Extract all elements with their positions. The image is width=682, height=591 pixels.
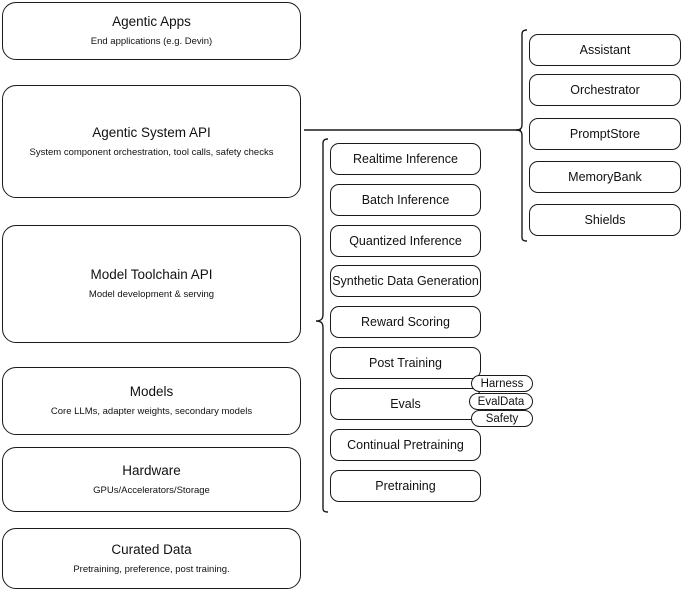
layer-box-agentic-apps[interactable]: Agentic Apps End applications (e.g. Devi… bbox=[2, 2, 301, 60]
component-label: MemoryBank bbox=[568, 170, 642, 184]
eval-pill-label: EvalData bbox=[477, 395, 525, 408]
capability-box-quantized-inference[interactable]: Quantized Inference bbox=[330, 225, 481, 257]
capability-box-batch-inference[interactable]: Batch Inference bbox=[330, 184, 481, 216]
capability-box-post-training[interactable]: Post Training bbox=[330, 347, 481, 379]
component-box-promptstore[interactable]: PromptStore bbox=[529, 118, 681, 150]
capability-label: Quantized Inference bbox=[349, 234, 462, 248]
layer-subtitle: End applications (e.g. Devin) bbox=[90, 36, 213, 47]
capability-label: Post Training bbox=[369, 356, 442, 370]
capability-box-evals[interactable]: Evals bbox=[330, 388, 481, 420]
component-label: Orchestrator bbox=[570, 83, 640, 97]
component-label: Shields bbox=[584, 213, 626, 227]
layer-title: Model Toolchain API bbox=[90, 267, 213, 283]
eval-pill-label: Harness bbox=[480, 377, 524, 390]
capability-label: Batch Inference bbox=[361, 193, 450, 207]
layer-box-model-toolchain-api[interactable]: Model Toolchain API Model development & … bbox=[2, 225, 301, 343]
capability-label: Synthetic Data Generation bbox=[332, 274, 479, 288]
layer-subtitle: System component orchestration, tool cal… bbox=[29, 146, 274, 158]
layer-box-models[interactable]: Models Core LLMs, adapter weights, secon… bbox=[2, 367, 301, 435]
eval-pill-safety[interactable]: Safety bbox=[471, 410, 533, 427]
capability-box-pretraining[interactable]: Pretraining bbox=[330, 470, 481, 502]
component-box-memorybank[interactable]: MemoryBank bbox=[529, 161, 681, 193]
layer-title: Models bbox=[129, 384, 174, 400]
layer-box-curated-data[interactable]: Curated Data Pretraining, preference, po… bbox=[2, 528, 301, 589]
eval-pill-label: Safety bbox=[485, 412, 519, 425]
component-box-shields[interactable]: Shields bbox=[529, 204, 681, 236]
capability-box-realtime-inference[interactable]: Realtime Inference bbox=[330, 143, 481, 175]
layer-subtitle: GPUs/Accelerators/Storage bbox=[93, 484, 210, 496]
component-label: PromptStore bbox=[569, 127, 641, 141]
component-box-assistant[interactable]: Assistant bbox=[529, 34, 681, 66]
layer-title: Agentic System API bbox=[92, 124, 211, 140]
layer-box-hardware[interactable]: Hardware GPUs/Accelerators/Storage bbox=[2, 447, 301, 512]
capability-box-reward-scoring[interactable]: Reward Scoring bbox=[330, 306, 481, 338]
eval-pill-harness[interactable]: Harness bbox=[471, 375, 533, 392]
layer-subtitle: Model development & serving bbox=[88, 289, 215, 300]
layer-title: Agentic Apps bbox=[112, 14, 191, 30]
capability-label: Continual Pretraining bbox=[347, 438, 464, 452]
capability-label: Evals bbox=[390, 397, 421, 411]
component-label: Assistant bbox=[579, 43, 631, 57]
capability-label: Reward Scoring bbox=[361, 315, 450, 329]
capability-box-continual-pretraining[interactable]: Continual Pretraining bbox=[330, 429, 481, 461]
layer-title: Curated Data bbox=[111, 541, 192, 557]
component-box-orchestrator[interactable]: Orchestrator bbox=[529, 74, 681, 106]
capability-label: Pretraining bbox=[375, 479, 436, 493]
layer-subtitle: Core LLMs, adapter weights, secondary mo… bbox=[50, 406, 253, 417]
capability-label: Realtime Inference bbox=[353, 152, 458, 166]
layer-box-agentic-system-api[interactable]: Agentic System API System component orch… bbox=[2, 85, 301, 198]
capability-box-synthetic-data-generation[interactable]: Synthetic Data Generation bbox=[330, 265, 481, 297]
layer-title: Hardware bbox=[122, 462, 181, 478]
layer-subtitle: Pretraining, preference, post training. bbox=[73, 563, 230, 575]
eval-pill-evaldata[interactable]: EvalData bbox=[469, 393, 533, 410]
